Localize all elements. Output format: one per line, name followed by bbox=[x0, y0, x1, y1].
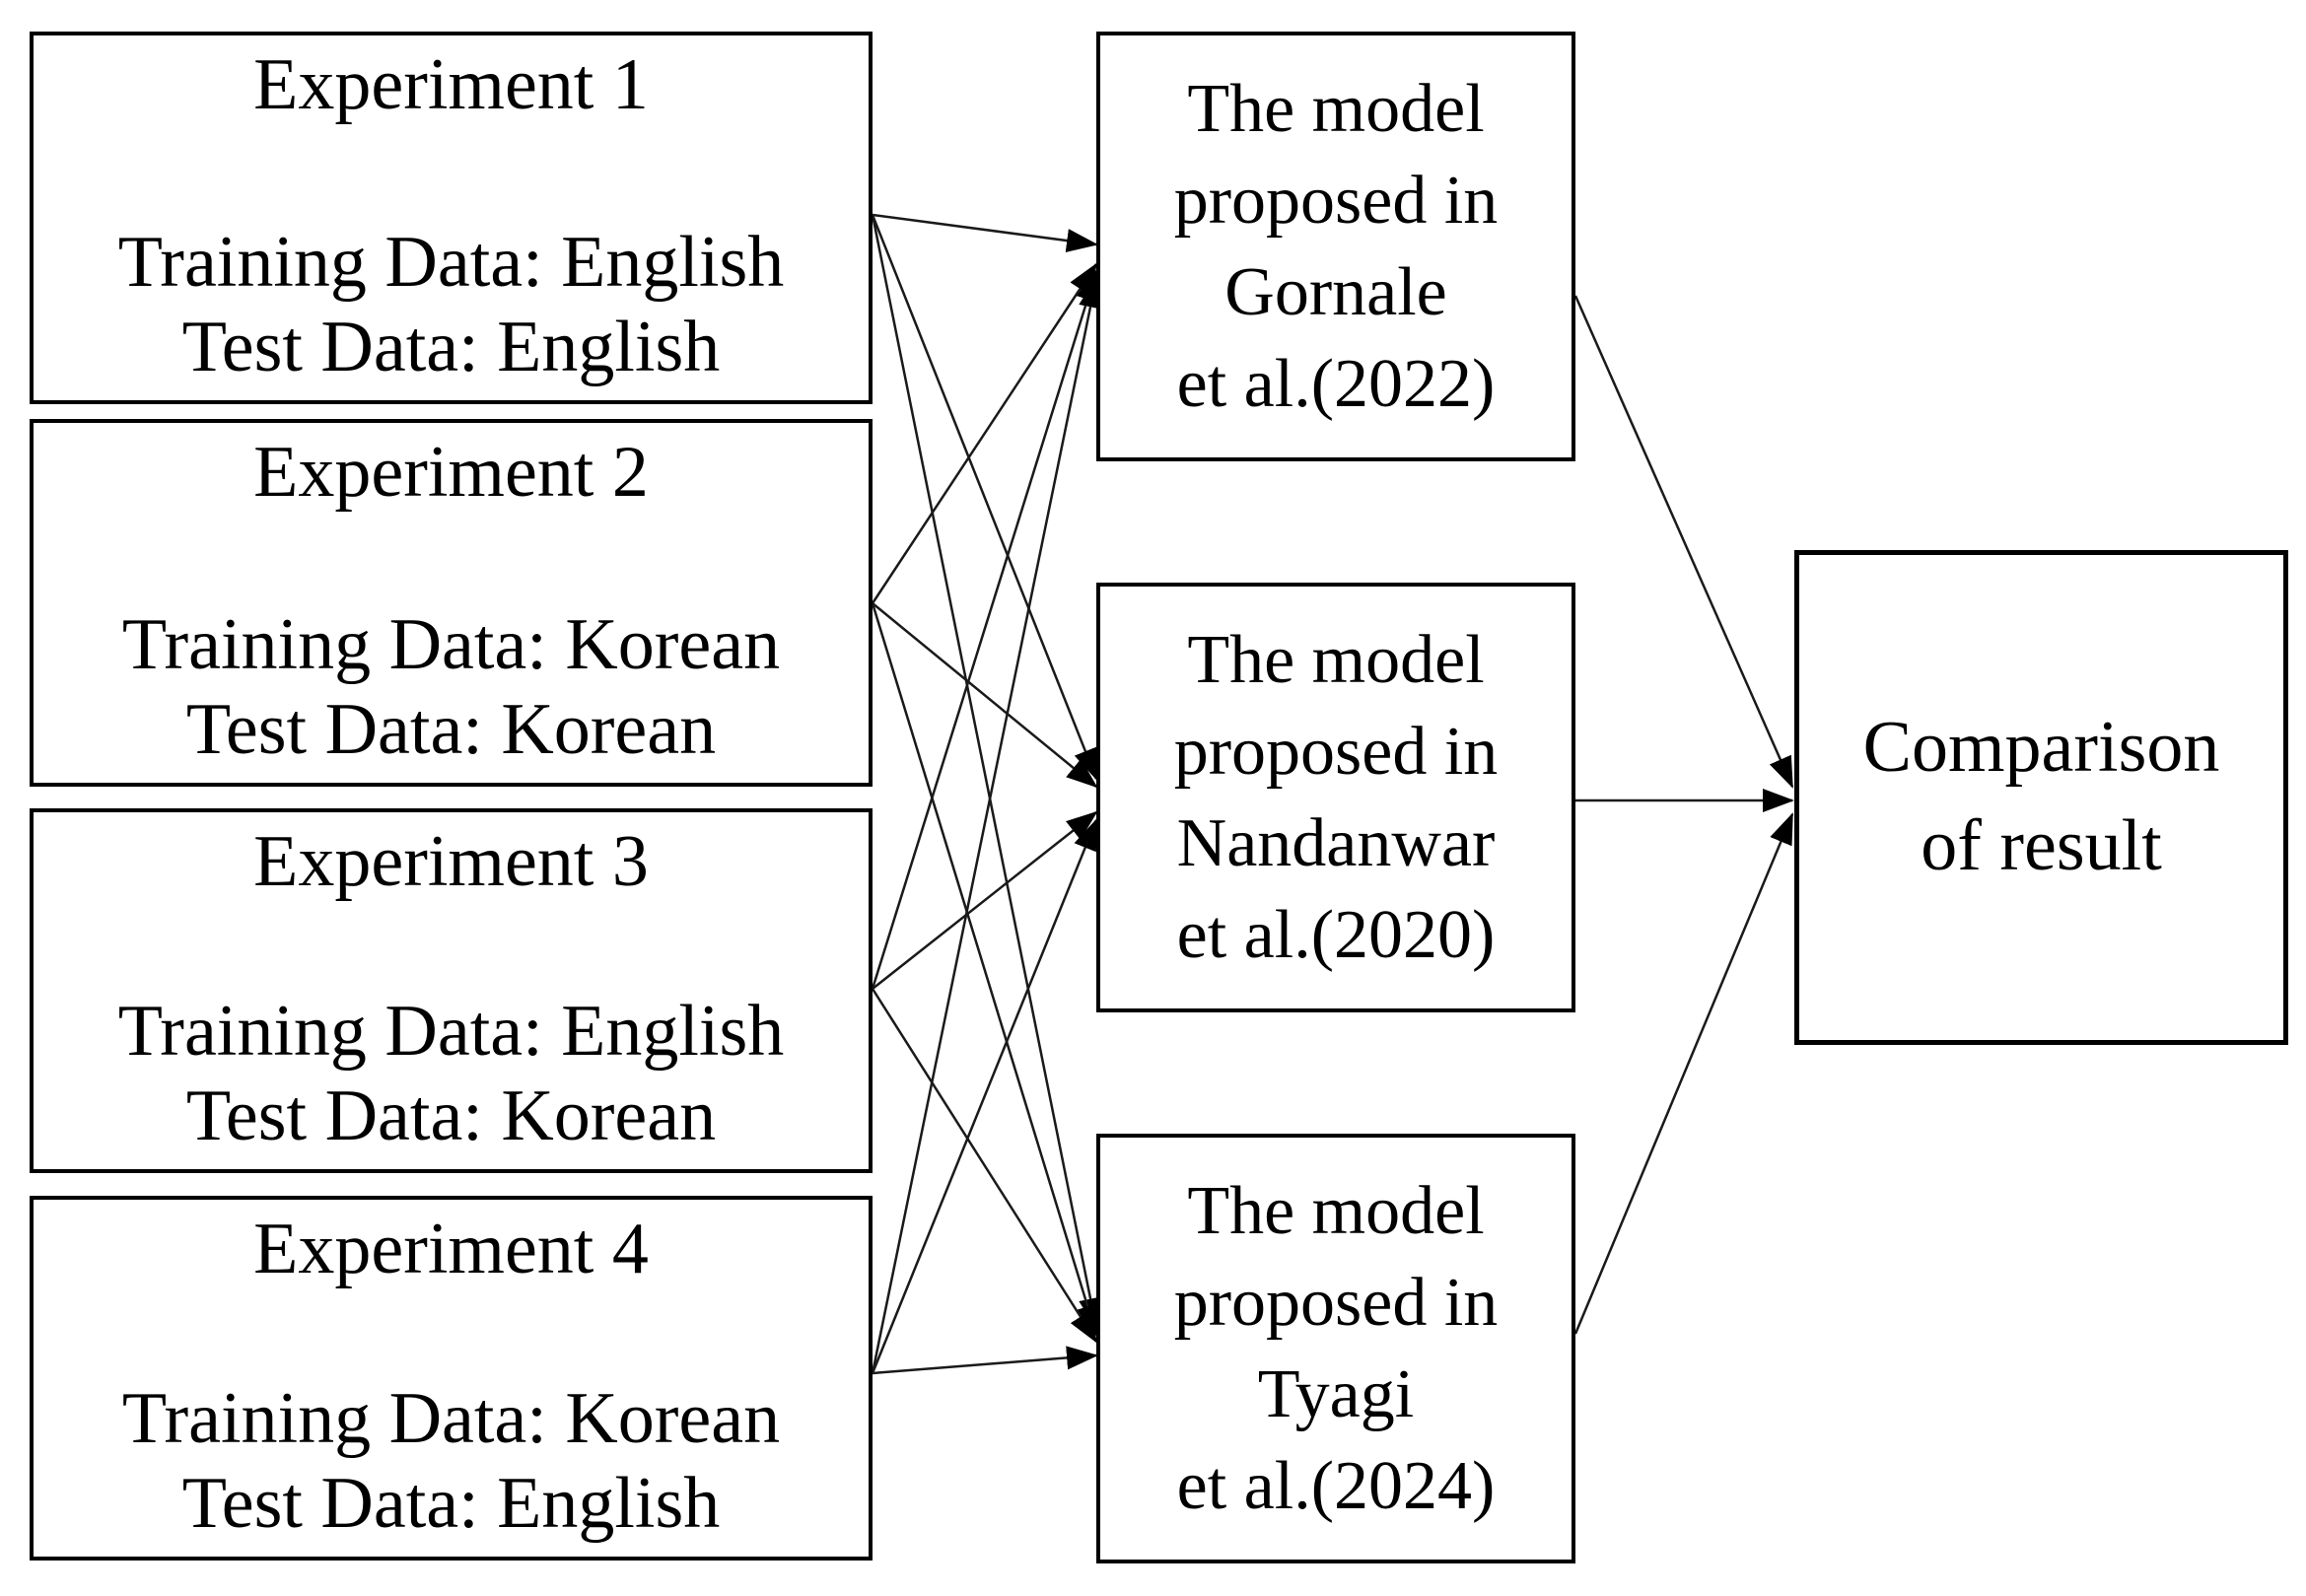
arrow-experiment-2-to-model-nandanwar bbox=[872, 602, 1098, 789]
model-nandanwar-line-3: Nandanwar bbox=[1176, 805, 1496, 881]
experiment-1-test-line: Test Data: English bbox=[181, 307, 721, 388]
arrow-experiment-4-to-model-gornale bbox=[871, 276, 1102, 1374]
arrow-experiment-3-to-model-nandanwar bbox=[872, 810, 1098, 990]
comparison-box: Comparison of result bbox=[1794, 550, 2288, 1045]
model-tyagi-label: The model proposed in Tyagi et al.(2024) bbox=[1174, 1165, 1499, 1532]
arrow-model-tyagi-to-comparison bbox=[1573, 812, 1794, 1335]
arrow-experiment-2-to-model-tyagi bbox=[871, 602, 1099, 1337]
arrow-experiment-1-to-model-nandanwar bbox=[871, 214, 1098, 781]
experiment-1-data: Training Data: English Test Data: Englis… bbox=[34, 221, 869, 400]
experiment-3-data: Training Data: English Test Data: Korean bbox=[34, 990, 869, 1169]
experiment-4-title: Experiment 4 bbox=[253, 1209, 649, 1289]
arrow-experiment-1-to-model-tyagi bbox=[871, 214, 1102, 1330]
experiment-4-test-line: Test Data: English bbox=[181, 1463, 721, 1545]
experiment-4-training-line: Training Data: Korean bbox=[121, 1378, 781, 1460]
arrow-experiment-2-to-model-gornale bbox=[871, 262, 1098, 604]
experiment-1-box: Experiment 1 Training Data: English Test… bbox=[30, 32, 873, 404]
model-nandanwar-box: The model proposed in Nandanwar et al.(2… bbox=[1096, 583, 1575, 1012]
experiment-2-title: Experiment 2 bbox=[253, 432, 649, 513]
arrow-experiment-3-to-model-gornale bbox=[871, 269, 1099, 990]
model-nandanwar-label: The model proposed in Nandanwar et al.(2… bbox=[1174, 614, 1499, 981]
model-tyagi-box: The model proposed in Tyagi et al.(2024) bbox=[1096, 1134, 1575, 1563]
model-nandanwar-line-1: The model bbox=[1187, 621, 1485, 698]
comparison-label: Comparison of result bbox=[1863, 699, 2220, 896]
model-tyagi-line-3: Tyagi bbox=[1257, 1356, 1415, 1432]
experiment-1-training-line: Training Data: English bbox=[117, 222, 785, 304]
model-nandanwar-line-4: et al.(2020) bbox=[1176, 897, 1496, 974]
model-gornale-line-2: proposed in bbox=[1173, 162, 1499, 239]
comparison-line-2: of result bbox=[1921, 805, 2162, 886]
experiment-2-box: Experiment 2 Training Data: Korean Test … bbox=[30, 419, 873, 787]
experiment-4-data: Training Data: Korean Test Data: English bbox=[34, 1377, 869, 1557]
model-gornale-line-4: et al.(2022) bbox=[1176, 346, 1496, 423]
model-gornale-line-3: Gornale bbox=[1224, 254, 1447, 330]
experiment-3-title: Experiment 3 bbox=[253, 821, 649, 902]
model-tyagi-line-2: proposed in bbox=[1173, 1264, 1499, 1341]
experiment-2-data: Training Data: Korean Test Data: Korean bbox=[34, 603, 869, 783]
experiment-3-test-line: Test Data: Korean bbox=[185, 1076, 717, 1157]
comparison-line-1: Comparison bbox=[1862, 707, 2220, 789]
experiment-2-training-line: Training Data: Korean bbox=[121, 604, 781, 686]
experiment-4-box: Experiment 4 Training Data: Korean Test … bbox=[30, 1196, 873, 1561]
arrow-experiment-1-to-model-gornale bbox=[872, 213, 1098, 252]
model-tyagi-line-1: The model bbox=[1187, 1172, 1485, 1249]
model-gornale-label: The model proposed in Gornale et al.(202… bbox=[1174, 63, 1499, 430]
experiment-1-title: Experiment 1 bbox=[253, 44, 649, 125]
model-tyagi-line-4: et al.(2024) bbox=[1176, 1448, 1496, 1525]
arrow-experiment-4-to-model-nandanwar bbox=[871, 818, 1098, 1374]
experiment-3-box: Experiment 3 Training Data: English Test… bbox=[30, 808, 873, 1173]
experiment-3-training-line: Training Data: English bbox=[117, 991, 785, 1073]
model-nandanwar-line-2: proposed in bbox=[1173, 713, 1499, 790]
arrow-model-gornale-to-comparison bbox=[1573, 295, 1794, 789]
arrow-experiment-3-to-model-tyagi bbox=[871, 988, 1098, 1344]
experiment-2-test-line: Test Data: Korean bbox=[185, 689, 717, 771]
model-gornale-line-1: The model bbox=[1187, 70, 1485, 147]
arrow-experiment-4-to-model-tyagi bbox=[872, 1346, 1098, 1375]
model-gornale-box: The model proposed in Gornale et al.(202… bbox=[1096, 32, 1575, 461]
